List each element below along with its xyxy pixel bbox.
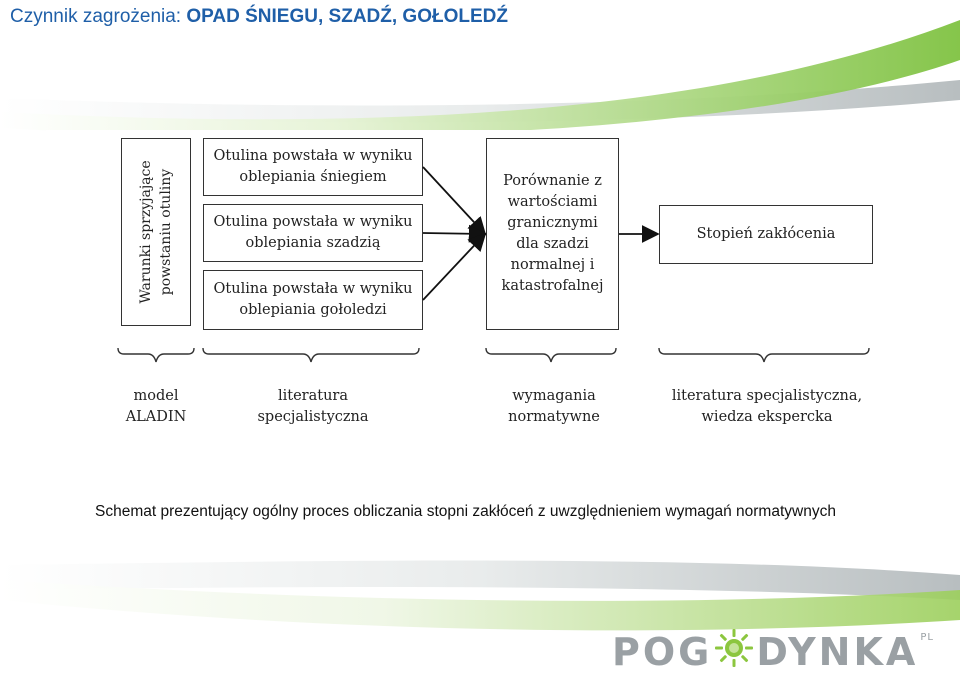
group-label-literature: literatura specjalistyczna: [257, 388, 369, 425]
bottom-gray-swoosh: [0, 560, 960, 600]
logo-text-right: DYNKA: [756, 630, 919, 674]
group-label-normative: wymagania normatywne: [508, 388, 600, 425]
page-title: Czynnik zagrożenia: OPAD ŚNIEGU, SZADŹ, …: [10, 6, 508, 28]
title-prefix: Czynnik zagrożenia:: [10, 6, 187, 27]
brace-model: [117, 347, 195, 363]
group-label-model: model ALADIN: [125, 388, 187, 425]
result-box-label: Stopień zakłócenia: [696, 226, 836, 242]
comparison-box: Porównanie z wartościami granicznymi dla…: [486, 138, 619, 330]
title-main: OPAD ŚNIEGU, SZADŹ, GOŁOLEDŹ: [186, 6, 508, 27]
diagram-connectors: [117, 166, 870, 363]
source-box-snow: Otulina powstała w wyniku oblepiania śni…: [203, 138, 423, 196]
top-green-swoosh: [0, 20, 960, 137]
result-box: Stopień zakłócenia: [659, 205, 873, 264]
conditions-box: Warunki sprzyjające powstaniu otuliny: [121, 138, 191, 326]
diagram-caption: Schemat prezentujący ogólny proces oblic…: [95, 503, 836, 520]
logo-suffix: PL: [920, 632, 934, 643]
comparison-box-label: Porównanie z wartościami granicznymi dla…: [501, 173, 604, 294]
source-box-snow-label: Otulina powstała w wyniku oblepiania śni…: [213, 148, 413, 185]
source-box-glaze-label: Otulina powstała w wyniku oblepiania goł…: [213, 281, 413, 318]
bottom-green-swoosh: [0, 580, 960, 631]
sun-icon: [714, 628, 754, 677]
brace-literature: [202, 347, 420, 363]
source-box-rime-label: Otulina powstała w wyniku oblepiania sza…: [213, 214, 413, 251]
source-box-glaze: Otulina powstała w wyniku oblepiania goł…: [203, 270, 423, 330]
brace-normative: [485, 347, 617, 363]
pogodynka-logo: POG DYNKA PL: [612, 628, 934, 676]
brace-expert: [658, 347, 870, 363]
process-diagram: Warunki sprzyjające powstaniu otuliny Ot…: [46, 130, 918, 468]
arrow-snow-to-comparison: [422, 166, 487, 236]
group-label-expert: literatura specjalistyczna, wiedza ekspe…: [671, 388, 863, 425]
arrow-glaze-to-comparison: [422, 232, 487, 301]
arrow-rime-to-comparison: [422, 224, 487, 243]
logo-text-left: POG: [612, 630, 713, 674]
source-box-rime: Otulina powstała w wyniku oblepiania sza…: [203, 204, 423, 262]
